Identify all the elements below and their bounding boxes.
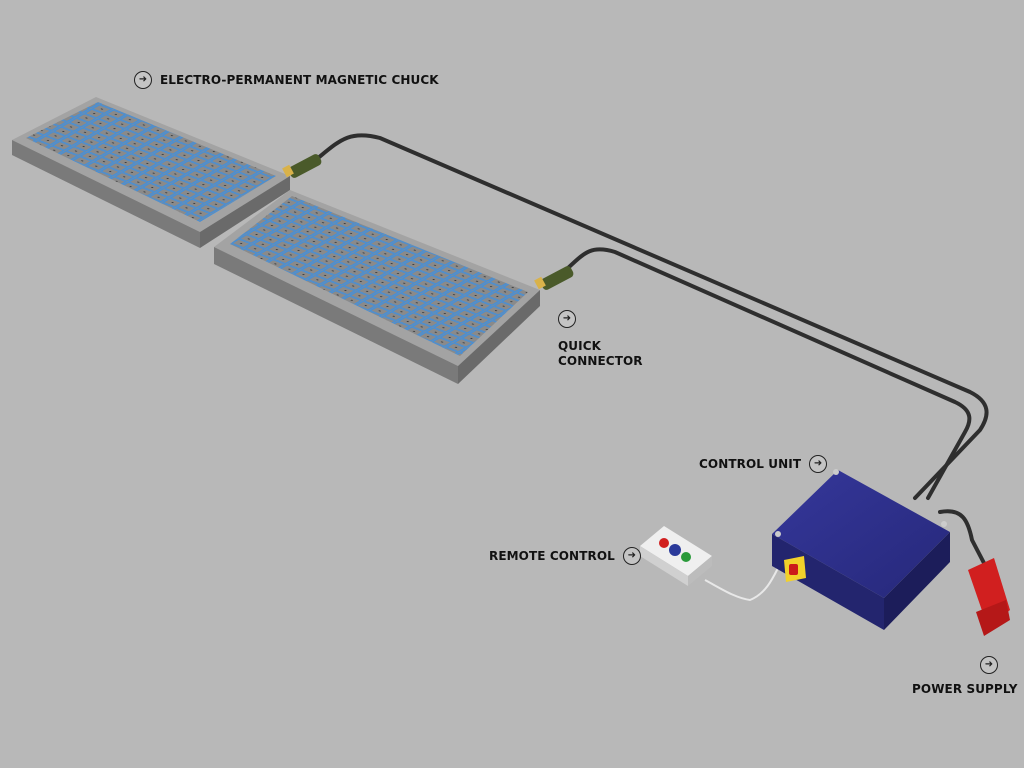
label-control-unit-text: CONTROL UNIT (699, 456, 802, 471)
circled-arrow-icon: ➜ (558, 310, 576, 328)
label-chuck-text: ELECTRO-PERMANENT MAGNETIC CHUCK (160, 72, 439, 87)
magnetic-chuck-back (12, 97, 290, 248)
cable-chuck-2 (566, 247, 972, 500)
cable-power (938, 509, 987, 567)
label-chuck: ➜ ELECTRO-PERMANENT MAGNETIC CHUCK (134, 71, 439, 89)
cables (316, 133, 989, 567)
quick-connector-1 (282, 154, 322, 178)
remote-control-device (640, 526, 712, 586)
label-control-unit: CONTROL UNIT ➜ (699, 455, 828, 473)
cable-remote (704, 567, 779, 602)
cable-chuck-1 (316, 133, 989, 500)
circled-arrow-icon: ➜ (809, 455, 828, 473)
control-unit-box (772, 469, 950, 630)
label-remote-control-text: REMOTE CONTROL (489, 548, 615, 563)
label-remote-control: REMOTE CONTROL ➜ (489, 547, 641, 565)
label-quick-connector-line1: QUICK (558, 339, 602, 353)
quick-connector-2 (534, 266, 574, 290)
label-quick-connector: QUICK CONNECTOR (558, 339, 643, 369)
power-plug (968, 558, 1010, 636)
circled-arrow-icon: ➜ (980, 656, 998, 674)
magnetic-chuck-front (214, 190, 540, 384)
circled-arrow-icon: ➜ (622, 547, 641, 565)
label-power-supply-text: POWER SUPPLY (912, 682, 1018, 696)
label-power-supply: POWER SUPPLY (912, 682, 1018, 697)
label-quick-connector-line2: CONNECTOR (558, 354, 643, 368)
circled-arrow-icon: ➜ (134, 71, 152, 89)
